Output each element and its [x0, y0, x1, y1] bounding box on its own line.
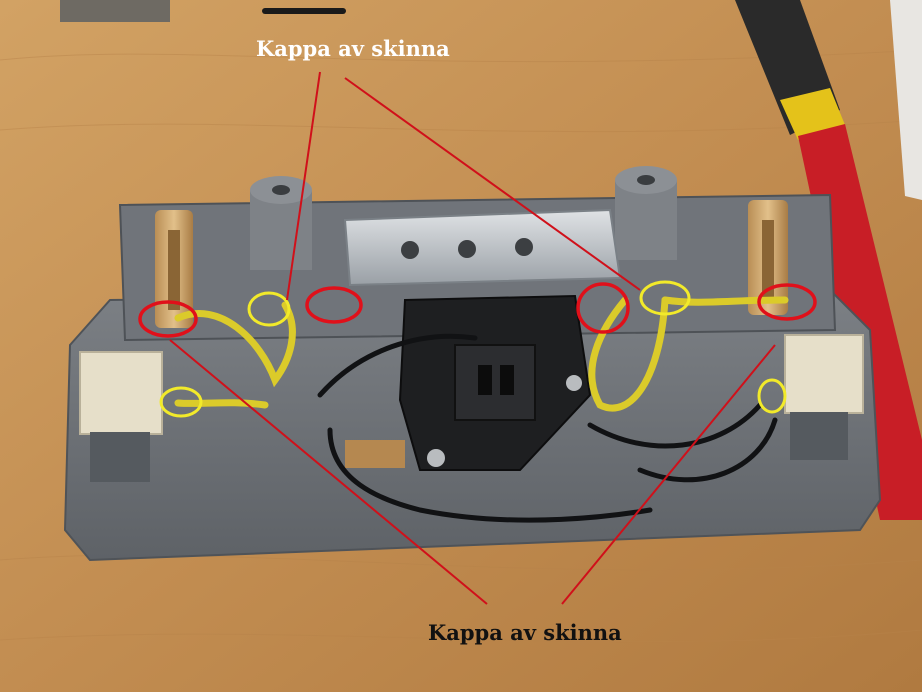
red-circle-3: [576, 282, 630, 334]
top-annotation-label: Kappa av skinna: [256, 36, 450, 61]
yellow-circle-4: [757, 378, 787, 414]
yellow-circle-3: [159, 386, 203, 418]
switch-block-left: [79, 351, 163, 482]
pointer-top-right: [344, 77, 641, 291]
red-highlight-circles: [138, 282, 817, 338]
brass-contact-left: [155, 210, 193, 328]
red-circle-4: [757, 283, 817, 321]
center-connector: [345, 294, 592, 471]
metal-reflector-plate: [343, 208, 622, 287]
black-wires: [317, 333, 778, 523]
switch-block-right: [784, 334, 864, 460]
pointer-lines: [169, 71, 776, 605]
yellow-highlight-circles: [159, 280, 787, 418]
pointer-bottom-right: [561, 344, 776, 605]
pointer-bottom-left: [169, 339, 488, 605]
paper-sheet: [890, 0, 922, 200]
red-circle-2: [305, 286, 363, 324]
red-circle-1: [138, 300, 198, 338]
mounting-post-right: [615, 166, 677, 260]
tool-top-left: [60, 0, 170, 22]
yellow-wires: [174, 296, 789, 412]
black-wire-scrap: [262, 8, 346, 14]
bottom-annotation-label: Kappa av skinna: [428, 620, 622, 645]
yellow-circle-1: [247, 291, 291, 327]
pointer-top-left: [286, 71, 321, 301]
yellow-circle-2: [639, 280, 691, 316]
